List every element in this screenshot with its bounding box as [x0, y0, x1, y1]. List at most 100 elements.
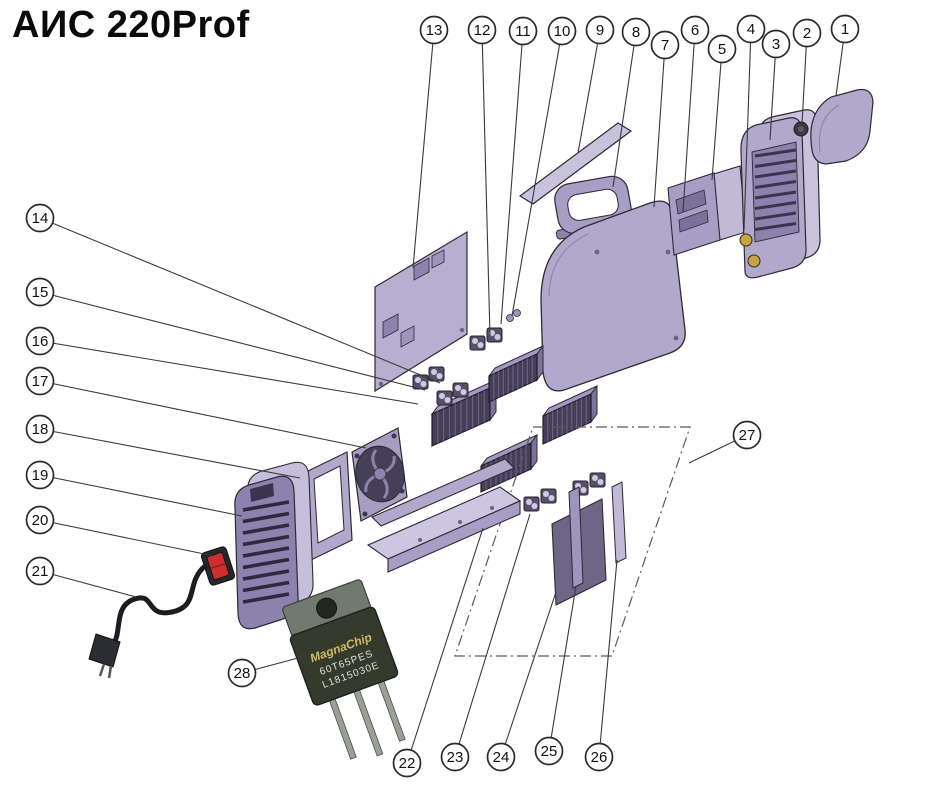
callout-number-21: 21 — [32, 563, 49, 580]
fan-hub — [373, 467, 387, 481]
callout-8: 8 — [621, 17, 651, 47]
callout-2: 2 — [792, 18, 822, 48]
fan-screw — [399, 488, 405, 494]
fan-blades — [364, 449, 396, 499]
callout-number-19: 19 — [32, 467, 49, 484]
callout-circle-26 — [584, 742, 614, 772]
block-coil — [543, 491, 549, 497]
block-coil — [494, 334, 501, 340]
panel-slat — [754, 159, 797, 168]
leader-line-6 — [682, 29, 696, 213]
leader-line-18 — [39, 428, 301, 479]
leader-line-13 — [412, 29, 435, 269]
callout-19: 19 — [25, 460, 55, 490]
callout-circle-6 — [680, 15, 710, 45]
callout-number-20: 20 — [32, 512, 49, 529]
callout-4: 4 — [736, 14, 766, 44]
grille-slat — [242, 511, 290, 524]
callout-number-26: 26 — [591, 749, 608, 766]
grille-slat — [242, 569, 290, 581]
callout-circle-15 — [25, 277, 55, 307]
callout-23: 23 — [440, 742, 470, 772]
part-2-knob — [793, 121, 809, 137]
block-coil — [526, 499, 532, 505]
leader-line-10 — [511, 30, 563, 317]
cord-plug — [88, 633, 121, 668]
block-coil — [531, 503, 538, 509]
panel-slat — [754, 148, 797, 158]
small-cylinder — [513, 309, 521, 317]
corner-cover-shell — [810, 88, 874, 165]
fan-screw — [362, 511, 368, 517]
block-coil — [580, 487, 587, 493]
callout-circle-9 — [585, 15, 615, 45]
block-body — [436, 390, 453, 406]
callout-22: 22 — [392, 748, 422, 778]
case-edge-line — [548, 233, 589, 297]
transformer-blocks — [412, 327, 606, 512]
part-27-module-boundary — [454, 426, 691, 657]
callout-number-4: 4 — [747, 21, 755, 38]
callout-number-2: 2 — [803, 25, 811, 42]
panel-slat — [754, 190, 797, 200]
block-body — [486, 327, 503, 343]
leader-line-21 — [39, 570, 137, 598]
panel-slat — [754, 211, 797, 221]
rear-panel-component — [413, 257, 430, 281]
rear-panel-component — [382, 313, 399, 339]
block-coil — [436, 373, 443, 379]
callout-circle-28 — [227, 658, 257, 688]
callout-number-8: 8 — [632, 24, 640, 41]
callout-number-22: 22 — [399, 755, 416, 772]
inner-panel-slot — [678, 209, 709, 233]
transformer-block-7 — [523, 496, 540, 512]
block-coil — [597, 479, 604, 485]
callout-13: 13 — [419, 15, 449, 45]
callout-circle-12 — [467, 15, 497, 45]
callout-number-16: 16 — [32, 333, 49, 350]
callout-15: 15 — [25, 277, 55, 307]
small-cylinder — [506, 314, 514, 322]
leader-line-26 — [598, 559, 618, 758]
grille-slat — [242, 592, 290, 604]
leader-line-15 — [39, 291, 426, 391]
callout-number-11: 11 — [515, 23, 531, 40]
callout-number-24: 24 — [493, 749, 510, 766]
plug-prongs — [98, 663, 113, 679]
part-9-top-bracket — [518, 122, 633, 205]
callout-25: 25 — [534, 736, 564, 766]
block-coil — [455, 385, 461, 391]
rear-panel-hole — [378, 381, 384, 387]
leader-line-14 — [39, 217, 441, 384]
fan-screw — [391, 433, 397, 439]
callout-circle-20 — [25, 505, 55, 535]
chassis-hole — [458, 520, 462, 524]
chassis-rail — [371, 458, 515, 527]
part-17-fan — [351, 427, 408, 522]
block-body — [523, 496, 540, 512]
callout-number-15: 15 — [32, 284, 49, 301]
case-vent-dot — [594, 249, 600, 255]
leader-line-16 — [39, 340, 419, 405]
block-coil — [420, 381, 427, 387]
output-terminal-1 — [739, 233, 753, 247]
grille-slat — [242, 523, 290, 535]
igbt-body — [289, 606, 399, 706]
block-coil — [431, 369, 437, 375]
switch-rocker-line — [210, 562, 226, 570]
block-body — [540, 488, 557, 504]
part-6-inner-panel — [667, 172, 721, 256]
igbt-leg-1 — [328, 696, 357, 760]
callout-circle-13 — [419, 15, 449, 45]
chassis-tray-edge — [387, 500, 521, 573]
grille-slat — [242, 546, 290, 558]
callout-circle-23 — [440, 742, 470, 772]
heatsink-3 — [542, 384, 598, 445]
leader-lines — [39, 28, 846, 764]
transformer-block-8 — [540, 488, 557, 504]
callout-circle-22 — [392, 748, 422, 778]
callout-circle-4 — [736, 14, 766, 44]
knob-cap — [798, 126, 804, 132]
callout-7: 7 — [650, 30, 680, 60]
